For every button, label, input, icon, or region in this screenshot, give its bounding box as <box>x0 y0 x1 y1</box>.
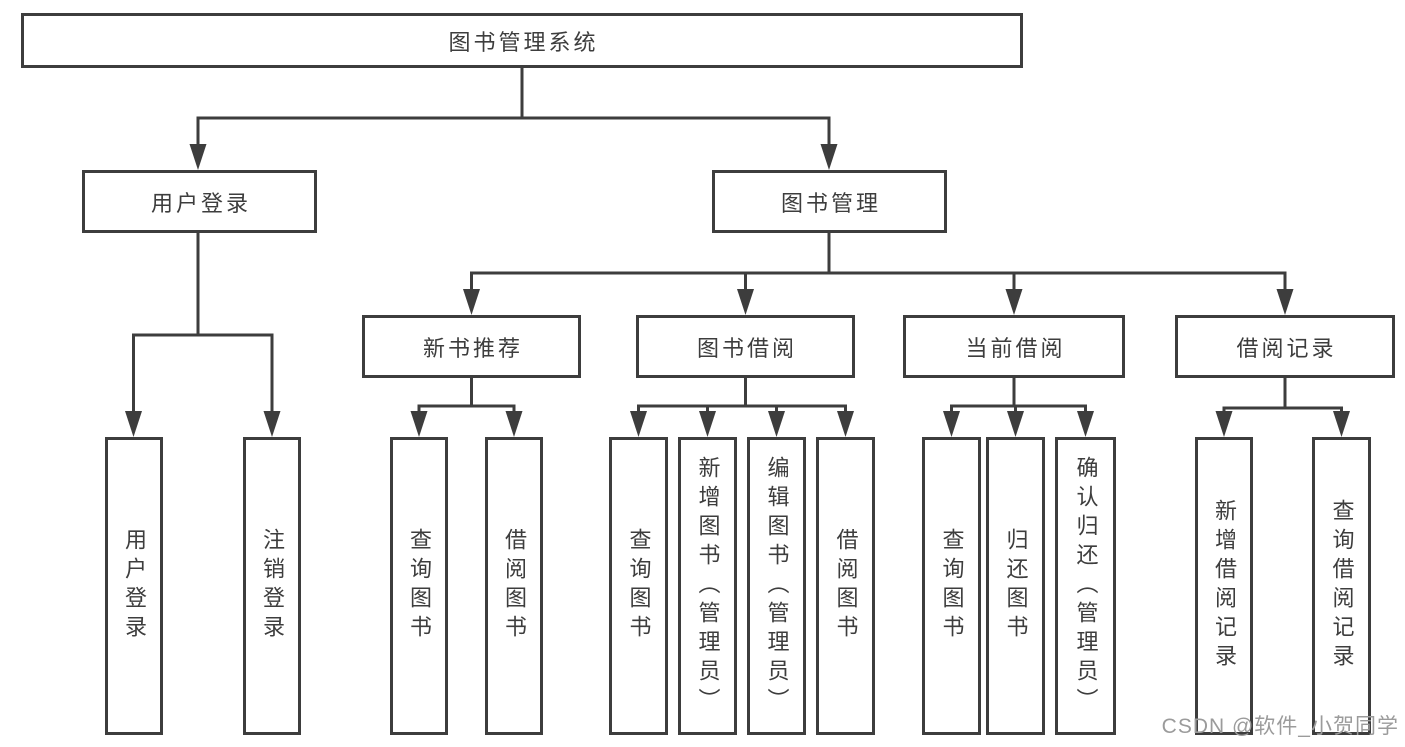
leaf-borrow-query-books-label: 查询图书 <box>626 528 652 644</box>
arrow-to-leaf-logout <box>263 335 281 437</box>
arrow-current-confirm <box>1077 406 1094 437</box>
leaf-recommend-borrow-books: 借阅图书 <box>485 437 543 735</box>
arrow-recommend-query <box>410 406 428 437</box>
node-book-management: 图书管理 <box>712 170 947 233</box>
node-book-borrow: 图书借阅 <box>636 315 855 378</box>
node-borrow-records-label: 借阅记录 <box>1236 335 1337 361</box>
node-new-book-recommend: 新书推荐 <box>362 315 581 378</box>
node-user-login: 用户登录 <box>82 170 317 233</box>
leaf-records-query-record: 查询借阅记录 <box>1312 437 1371 735</box>
node-user-login-label: 用户登录 <box>150 190 251 216</box>
arrow-records-add <box>1215 408 1233 437</box>
arrow-to-book-borrow <box>737 273 754 315</box>
arrow-to-borrow-records <box>1276 273 1294 315</box>
arrow-to-book-management <box>820 118 838 170</box>
arrow-borrow-query <box>630 406 647 437</box>
leaf-recommend-query-books: 查询图书 <box>390 437 448 735</box>
leaf-current-return-books-label: 归还图书 <box>1003 528 1029 644</box>
leaf-borrow-edit-books: 编辑图书（管理员） <box>747 437 806 735</box>
leaf-logout-label: 注销登录 <box>260 528 285 644</box>
node-new-book-recommend-label: 新书推荐 <box>422 335 523 361</box>
leaf-borrow-add-books-label: 新增图书（管理员） <box>695 455 721 717</box>
node-root: 图书管理系统 <box>21 13 1023 68</box>
arrow-to-current-borrow <box>1005 273 1023 315</box>
leaf-current-confirm-return: 确认归还（管理员） <box>1055 437 1116 735</box>
arrow-current-query <box>943 406 960 437</box>
leaf-current-return-books: 归还图书 <box>986 437 1045 735</box>
arrow-to-new-book-recommend <box>463 273 480 315</box>
leaf-borrow-edit-books-label: 编辑图书（管理员） <box>764 455 790 717</box>
node-root-label: 图书管理系统 <box>448 29 599 55</box>
leaf-current-confirm-return-label: 确认归还（管理员） <box>1073 455 1099 717</box>
csdn-watermark: CSDN @软件_小贺同学 <box>1161 715 1399 738</box>
arrow-records-query <box>1333 408 1350 437</box>
leaf-records-add-record: 新增借阅记录 <box>1195 437 1253 735</box>
node-book-borrow-label: 图书借阅 <box>696 335 797 361</box>
leaf-user-login: 用户登录 <box>105 437 163 735</box>
node-current-borrow: 当前借阅 <box>903 315 1125 378</box>
arrow-to-user-login <box>189 118 207 170</box>
arrow-to-leaf-user-login <box>125 335 142 437</box>
leaf-current-query-books: 查询图书 <box>922 437 981 735</box>
leaf-records-add-record-label: 新增借阅记录 <box>1212 499 1237 673</box>
arrow-current-return <box>1007 406 1024 437</box>
tree-trunk-lines <box>132 68 1343 410</box>
arrow-borrow-borrow <box>837 406 854 437</box>
leaf-records-query-record-label: 查询借阅记录 <box>1329 499 1355 673</box>
leaf-user-login-label: 用户登录 <box>122 528 147 644</box>
leaf-borrow-add-books: 新增图书（管理员） <box>678 437 737 735</box>
leaf-borrow-borrow-books-label: 借阅图书 <box>833 528 859 644</box>
arrow-borrow-add <box>699 406 716 437</box>
leaf-logout: 注销登录 <box>243 437 301 735</box>
leaf-recommend-borrow-books-label: 借阅图书 <box>502 528 527 644</box>
leaf-current-query-books-label: 查询图书 <box>939 528 965 644</box>
leaf-borrow-query-books: 查询图书 <box>609 437 668 735</box>
leaf-borrow-borrow-books: 借阅图书 <box>816 437 875 735</box>
leaf-recommend-query-books-label: 查询图书 <box>407 528 432 644</box>
node-current-borrow-label: 当前借阅 <box>965 335 1066 361</box>
node-borrow-records: 借阅记录 <box>1175 315 1395 378</box>
arrow-borrow-edit <box>768 406 785 437</box>
node-book-management-label: 图书管理 <box>780 190 881 216</box>
arrow-recommend-borrow <box>505 406 523 437</box>
